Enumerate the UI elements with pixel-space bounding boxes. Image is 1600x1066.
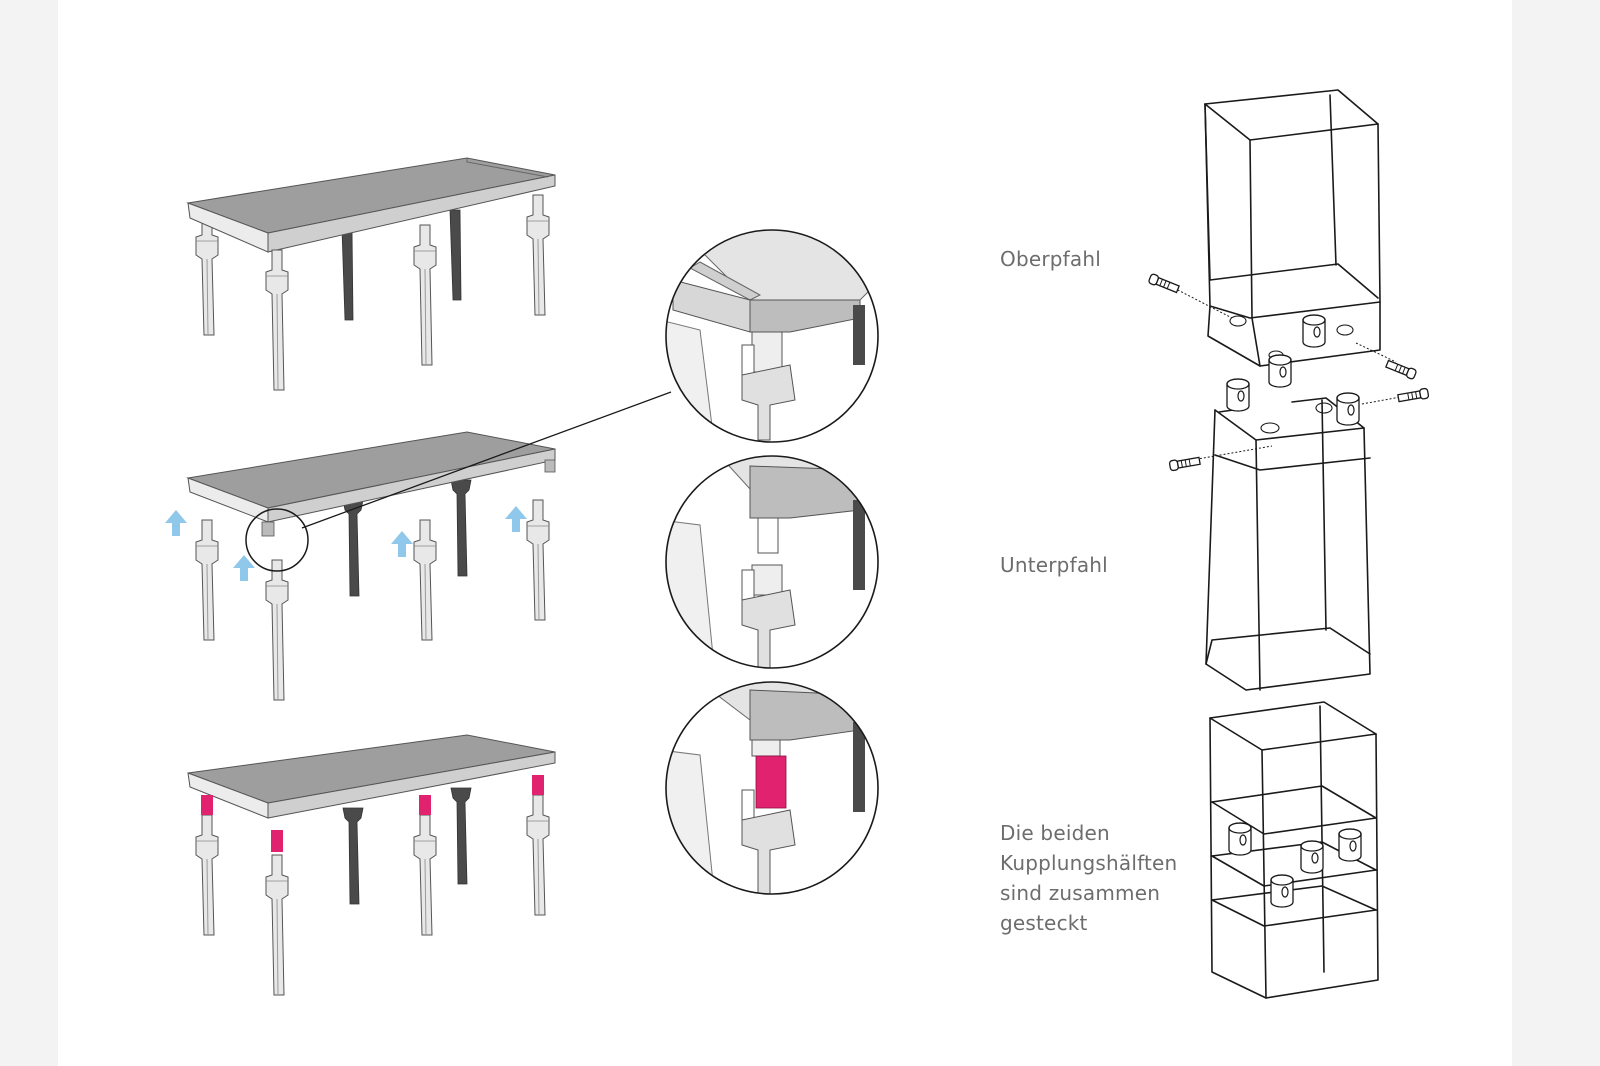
joined-caption-line-1: Die beiden [1000, 821, 1110, 845]
detail-view-1 [665, 229, 879, 443]
joined-post-sketch [1209, 701, 1379, 999]
table-top [187, 734, 556, 819]
joined-caption-line-2: Kupplungshälften [1000, 851, 1178, 875]
table-top [186, 431, 556, 537]
detail-view-2 [665, 455, 879, 669]
coupling-highlight [755, 755, 787, 809]
table-step-1 [186, 157, 556, 391]
coupling-highlight [201, 795, 213, 815]
coupling-highlight [271, 830, 283, 852]
table-step-2 [165, 391, 672, 701]
detail-circle [245, 508, 309, 572]
joined-caption-line-3: sind zusammen [1000, 881, 1161, 905]
joined-caption-line-4: gesteckt [1000, 911, 1088, 935]
coupling-highlight [419, 795, 431, 815]
table-step-3 [187, 734, 556, 996]
table-top [186, 157, 556, 253]
upper-post-label: Oberpfahl [1000, 247, 1101, 271]
lower-post-sketch [1168, 378, 1430, 691]
upper-post-sketch [1147, 89, 1418, 388]
coupling-highlight [532, 775, 544, 795]
detail-leader-line [301, 391, 672, 529]
lower-post-label: Unterpfahl [1000, 553, 1108, 577]
detail-view-3 [665, 681, 879, 895]
